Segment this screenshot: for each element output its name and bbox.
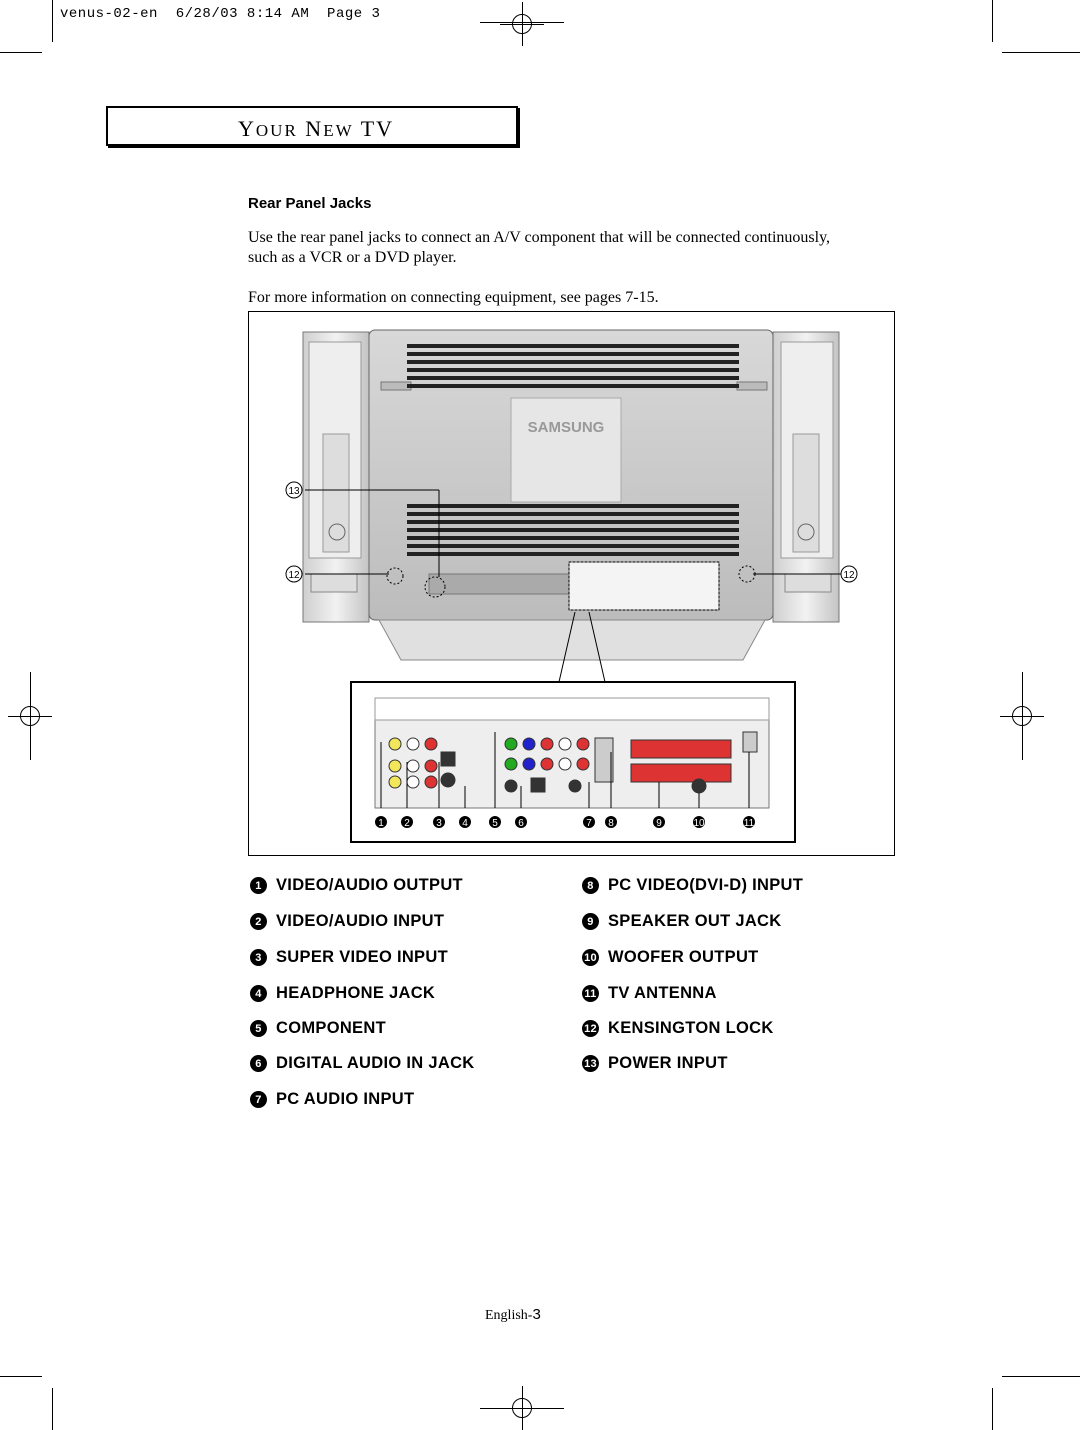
svg-text:10: 10 bbox=[693, 818, 705, 829]
crop-mark bbox=[1002, 1376, 1080, 1377]
page-footer: English-3 bbox=[485, 1306, 541, 1323]
logo-panel bbox=[510, 397, 622, 503]
rear-panel-illustration: SAMSUNG 13 12 12 bbox=[285, 329, 858, 843]
jack-area bbox=[568, 561, 720, 611]
svg-text:4: 4 bbox=[462, 818, 468, 829]
brand-logo: SAMSUNG bbox=[528, 419, 605, 436]
svg-text:3: 3 bbox=[436, 818, 442, 829]
svg-text:6: 6 bbox=[518, 818, 524, 829]
callout-12-right bbox=[840, 565, 858, 583]
svg-text:1: 1 bbox=[378, 818, 384, 829]
svg-text:13: 13 bbox=[288, 486, 300, 497]
crop-mark bbox=[52, 1388, 53, 1430]
crop-mark bbox=[1002, 52, 1080, 53]
crop-mark bbox=[992, 1388, 993, 1430]
callout-12 bbox=[285, 565, 303, 583]
crop-mark bbox=[992, 0, 993, 42]
crop-mark bbox=[480, 22, 564, 23]
crop-mark bbox=[0, 52, 42, 53]
crop-mark bbox=[0, 1376, 42, 1377]
crop-mark bbox=[480, 1408, 564, 1409]
chapter-header: YOUR NEW TV bbox=[106, 106, 518, 146]
rear-panel-figure: SAMSUNG 13 12 12 bbox=[248, 311, 895, 856]
svg-text:2: 2 bbox=[404, 818, 410, 829]
chapter-title: YOUR NEW TV bbox=[238, 116, 395, 141]
crop-mark bbox=[52, 0, 53, 42]
svg-text:12: 12 bbox=[288, 570, 300, 581]
svg-text:7: 7 bbox=[586, 818, 592, 829]
crop-mark bbox=[30, 672, 31, 760]
svg-text:11: 11 bbox=[744, 818, 755, 829]
section-title: Rear Panel Jacks bbox=[248, 195, 372, 212]
more-info-paragraph: For more information on connecting equip… bbox=[248, 289, 659, 306]
intro-paragraph: Use the rear panel jacks to connect an A… bbox=[248, 229, 831, 266]
svg-text:8: 8 bbox=[608, 818, 614, 829]
svg-text:12: 12 bbox=[843, 570, 855, 581]
registration-mark bbox=[500, 2, 544, 46]
print-slug: venus-02-en 6/28/03 8:14 AM Page 3 bbox=[60, 6, 381, 22]
svg-text:9: 9 bbox=[656, 818, 662, 829]
callout-13 bbox=[285, 481, 303, 499]
crop-mark bbox=[1022, 672, 1023, 760]
svg-text:5: 5 bbox=[492, 818, 498, 829]
